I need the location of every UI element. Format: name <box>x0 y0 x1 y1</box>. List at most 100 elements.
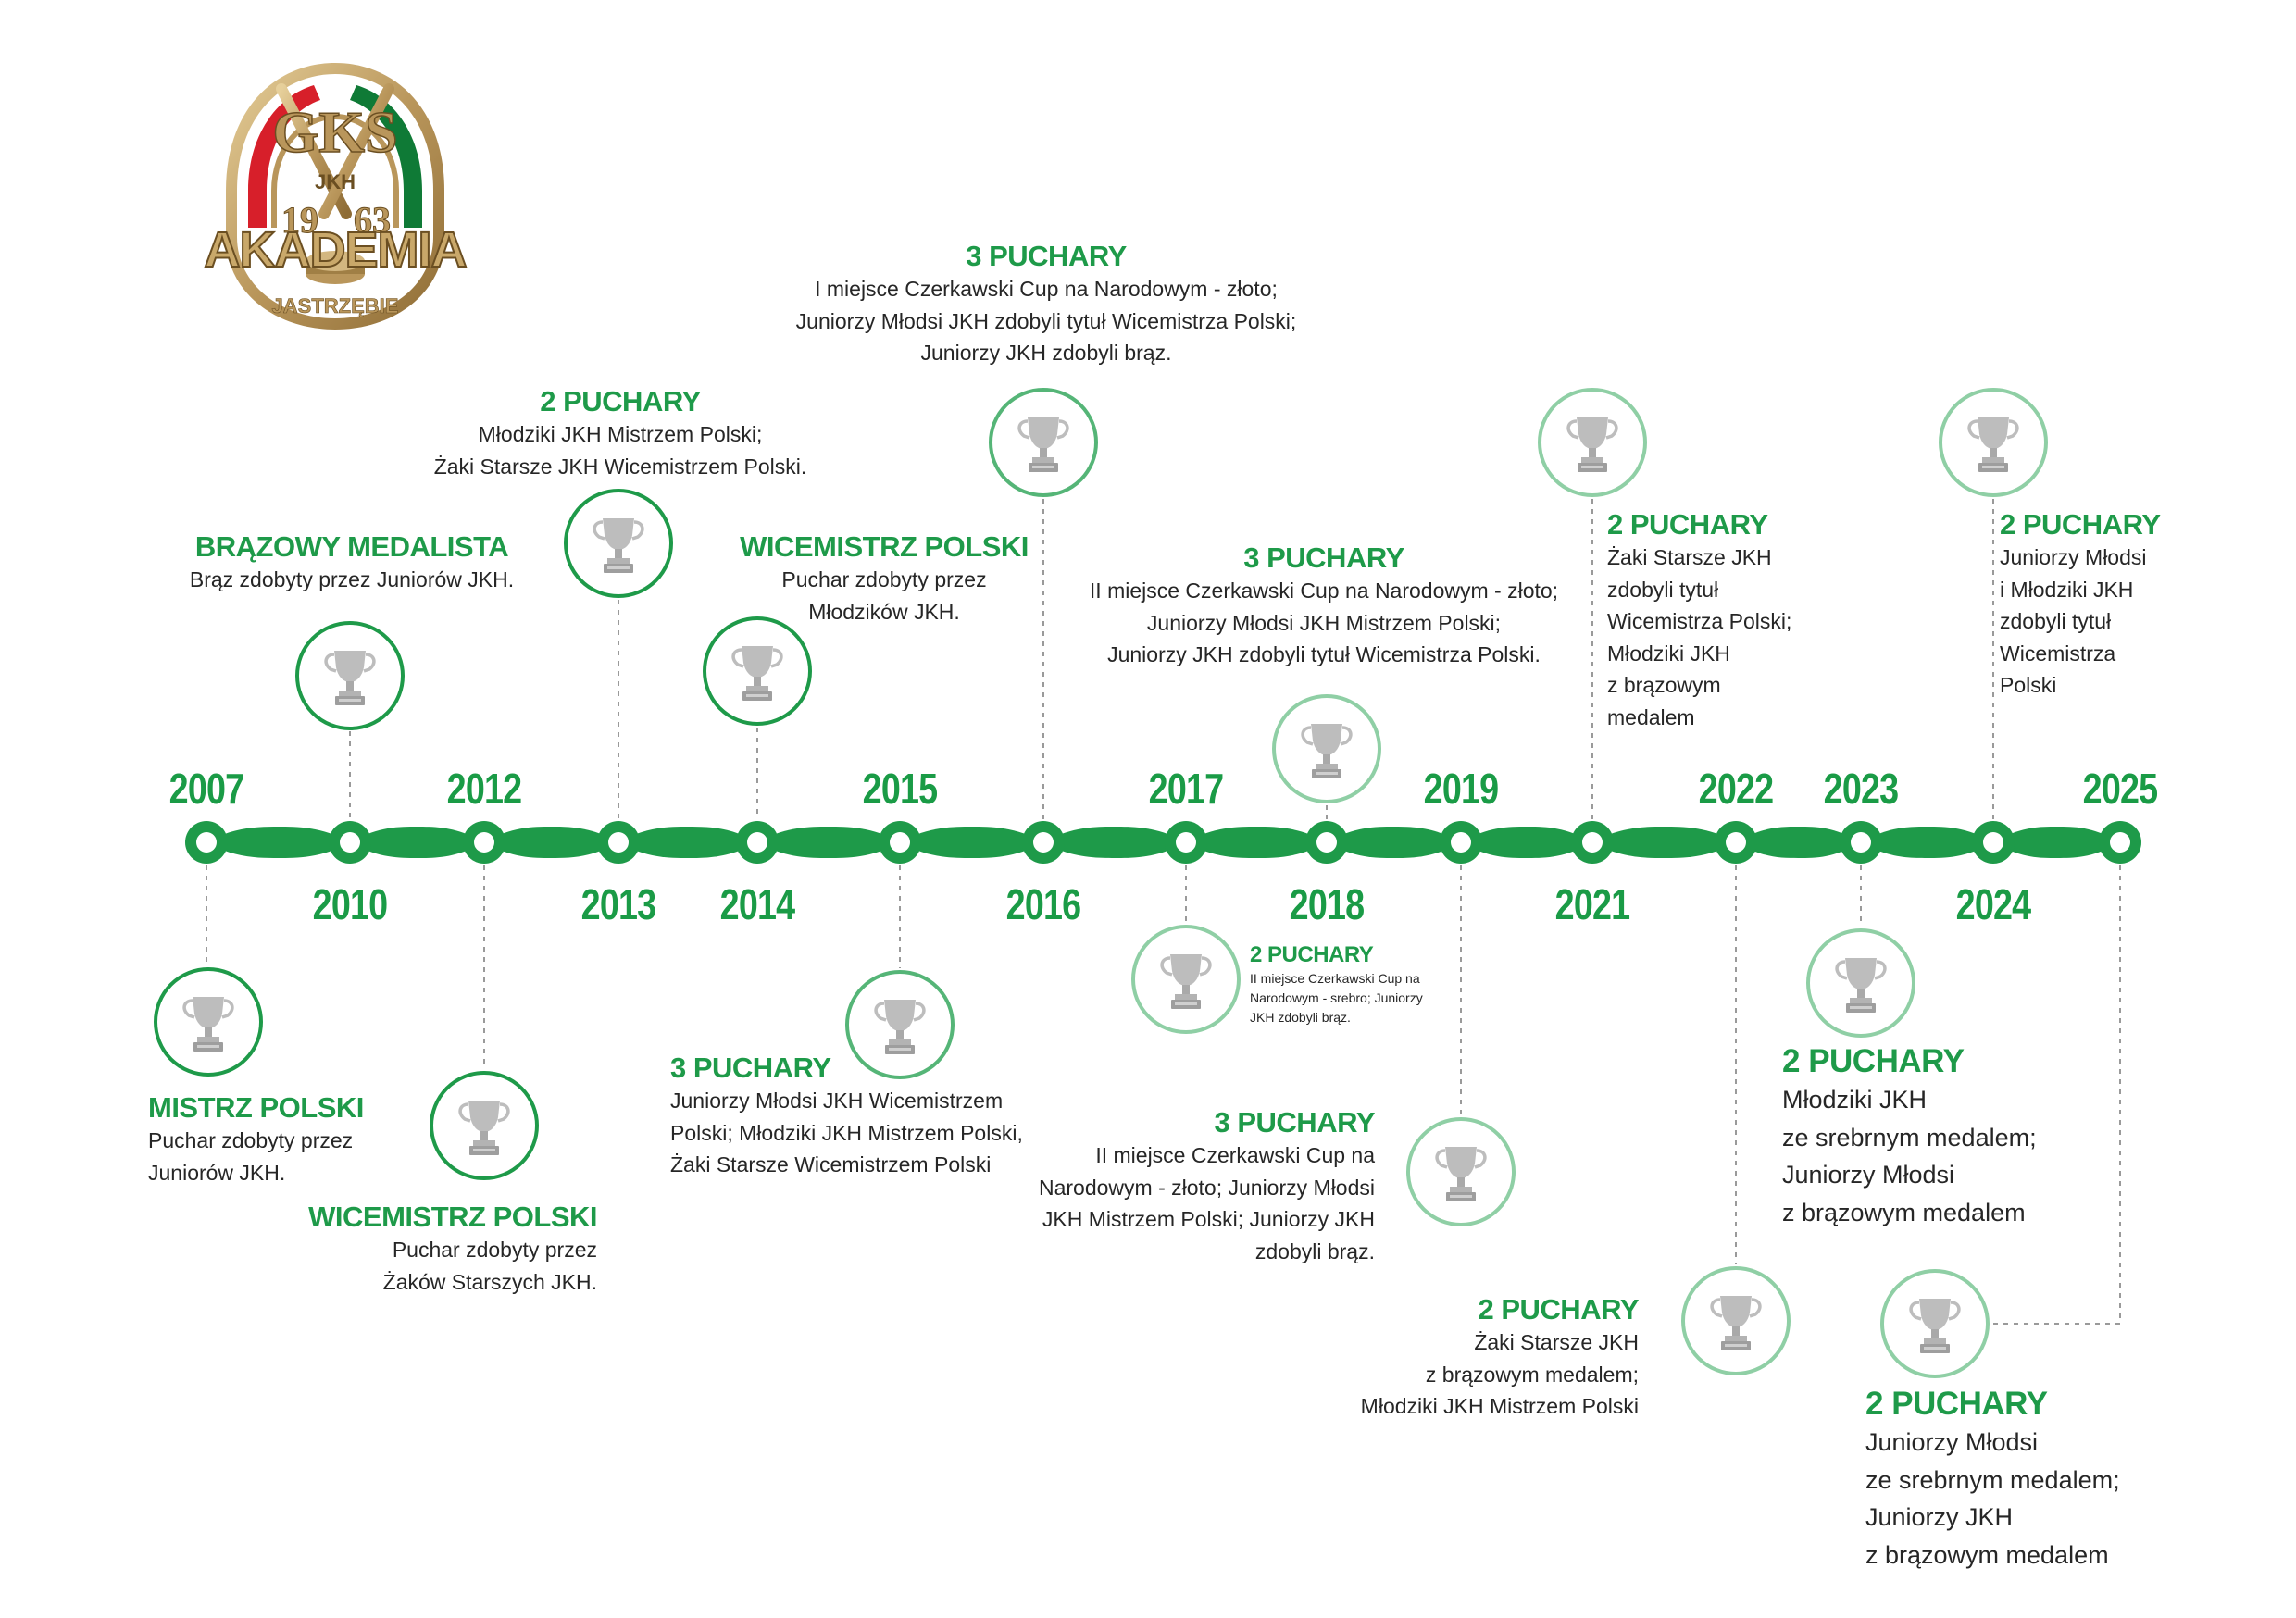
year-label-2019: 2019 <box>1423 765 1499 813</box>
milestone-description: Juniorzy Młodsi ze srebrnym medalem; Jun… <box>1866 1428 2120 1569</box>
connector-lines <box>206 499 2121 1325</box>
timeline-node <box>736 821 779 864</box>
timeline-node <box>1440 821 1482 864</box>
timeline-node <box>463 821 505 864</box>
milestone-description: I miejsce Czerkawski Cup na Narodowym - … <box>795 277 1297 366</box>
trophy-badge-2021 <box>1536 386 1649 499</box>
year-label-2024: 2024 <box>1955 880 2031 928</box>
milestone-description: Juniorzy Młodsi JKH Wicemistrzem Polski;… <box>670 1089 1023 1177</box>
milestone-title: 2 PUCHARY <box>1782 1043 1965 1079</box>
trophy-icon <box>1939 388 2048 497</box>
trophy-icon <box>564 489 673 598</box>
logo-emblem-icon: GKS JKH 19 63 AKADEMIA JASTRZĘBIE <box>204 63 468 330</box>
timeline-node <box>1305 821 1348 864</box>
trophy-badge-2015 <box>843 968 956 1081</box>
milestone-title: 3 PUCHARY <box>1243 541 1404 574</box>
timeline-segment <box>1043 827 1186 858</box>
trophy-icon <box>430 1071 539 1180</box>
timeline-node <box>1972 821 2015 864</box>
trophy-icon <box>1272 694 1381 803</box>
timeline-node <box>1715 821 1757 864</box>
trophy-badge-2023 <box>1804 927 1917 1039</box>
timeline-segment <box>618 827 757 858</box>
timeline-segment <box>484 827 618 858</box>
milestone-2017: 2 PUCHARY II miejsce Czerkawski Cup na N… <box>1250 942 1423 1027</box>
timeline-node <box>597 821 640 864</box>
akademia-logo: GKS JKH 19 63 AKADEMIA JASTRZĘBIE <box>189 52 481 344</box>
milestone-description: II miejsce Czerkawski Cup na Narodowym -… <box>1038 1143 1375 1263</box>
year-label-2014: 2014 <box>719 880 795 928</box>
trophy-badge-2012 <box>428 1069 541 1182</box>
milestone-title: 3 PUCHARY <box>670 1052 831 1084</box>
milestone-2013: 2 PUCHARY Młodziki JKH Mistrzem Polski; … <box>426 384 815 482</box>
milestone-2012: WICEMISTRZ POLSKI Puchar zdobyty przez Ż… <box>268 1200 597 1298</box>
trophy-badge-2018 <box>1270 692 1383 805</box>
milestone-description: Młodziki JKH ze srebrnym medalem; Junior… <box>1782 1086 2037 1226</box>
milestone-2010: BRĄZOWY MEDALISTA Brąz zdobyty przez Jun… <box>167 529 537 596</box>
milestone-2018: 3 PUCHARY II miejsce Czerkawski Cup na N… <box>1074 541 1574 671</box>
milestone-title: WICEMISTRZ POLSKI <box>308 1201 597 1233</box>
timeline-nodes <box>185 821 2141 864</box>
timeline-segment <box>1736 827 1861 858</box>
trophy-badge-2025 <box>1878 1267 1991 1380</box>
milestone-description: Puchar zdobyty przez Młodzików JKH. <box>781 567 987 624</box>
milestone-2019: 3 PUCHARY II miejsce Czerkawski Cup na N… <box>1028 1105 1376 1267</box>
trophy-icon <box>1681 1266 1791 1375</box>
milestone-description: II miejsce Czerkawski Cup na Narodowym -… <box>1089 579 1559 667</box>
trophy-icon <box>1806 928 1915 1038</box>
timeline-node <box>1571 821 1614 864</box>
trophy-badge-2022 <box>1679 1264 1792 1377</box>
year-label-2025: 2025 <box>2082 765 2158 813</box>
trophy-icon <box>154 967 263 1077</box>
trophy-icon <box>1131 925 1241 1034</box>
timeline-band <box>206 827 2120 858</box>
svg-text:JASTRZĘBIE: JASTRZĘBIE <box>272 294 399 317</box>
timeline-segment <box>350 827 484 858</box>
milestone-title: 3 PUCHARY <box>966 240 1127 272</box>
milestone-title: 3 PUCHARY <box>1214 1106 1376 1139</box>
timeline-segment <box>757 827 900 858</box>
trophy-badge-2019 <box>1404 1115 1517 1228</box>
svg-text:63: 63 <box>354 199 391 241</box>
year-label-2007: 2007 <box>168 765 244 813</box>
milestone-description: Puchar zdobyty przez Juniorów JKH. <box>148 1128 354 1185</box>
trophy-badge-2014 <box>701 615 814 728</box>
year-label-2013: 2013 <box>580 880 656 928</box>
trophy-icon <box>295 621 405 730</box>
timeline-node <box>1022 821 1065 864</box>
milestone-2016: 3 PUCHARY I miejsce Czerkawski Cup na Na… <box>787 239 1305 369</box>
trophy-badge-2016 <box>987 386 1100 499</box>
milestone-description: II miejsce Czerkawski Cup na Narodowym -… <box>1250 970 1423 1025</box>
trophy-icon <box>1538 388 1647 497</box>
milestone-title: 2 PUCHARY <box>1250 942 1374 967</box>
milestone-2023: 2 PUCHARY Młodziki JKH ze srebrnym medal… <box>1782 1042 2037 1231</box>
timeline-node <box>879 821 921 864</box>
year-label-2012: 2012 <box>446 765 522 813</box>
timeline-segment <box>1327 827 1461 858</box>
timeline-segment <box>1861 827 1993 858</box>
milestone-title: MISTRZ POLSKI <box>148 1091 364 1124</box>
milestone-2007: MISTRZ POLSKI Puchar zdobyty przez Junio… <box>148 1090 364 1189</box>
svg-text:19: 19 <box>281 199 318 241</box>
trophy-badge-2017 <box>1129 923 1242 1036</box>
milestone-description: Juniorzy Młodsi i Młodziki JKH zdobyli t… <box>2000 545 2147 698</box>
timeline-segment <box>1461 827 1592 858</box>
logo-gks-text: GKS <box>272 99 397 165</box>
milestone-2015: 3 PUCHARY Juniorzy Młodsi JKH Wicemistrz… <box>670 1051 1023 1181</box>
milestone-title: 2 PUCHARY <box>1866 1386 2048 1422</box>
milestone-title: 2 PUCHARY <box>1607 508 1768 541</box>
timeline-node <box>2099 821 2141 864</box>
trophy-icon <box>1406 1117 1516 1226</box>
milestone-title: 2 PUCHARY <box>2000 508 2161 541</box>
milestone-description: Młodziki JKH Mistrzem Polski; Żaki Stars… <box>433 422 807 479</box>
milestone-description: Brąz zdobyty przez Juniorów JKH. <box>189 567 515 592</box>
milestone-2022: 2 PUCHARY Żaki Starsze JKH z brązowym me… <box>1333 1292 1640 1423</box>
timeline-segment <box>900 827 1043 858</box>
svg-text:AKADEMIA: AKADEMIA <box>205 222 467 278</box>
year-label-2021: 2021 <box>1554 880 1630 928</box>
milestone-title: 2 PUCHARY <box>540 385 701 417</box>
milestone-2025: 2 PUCHARY Juniorzy Młodsi ze srebrnym me… <box>1866 1385 2120 1574</box>
timeline-node <box>1165 821 1207 864</box>
